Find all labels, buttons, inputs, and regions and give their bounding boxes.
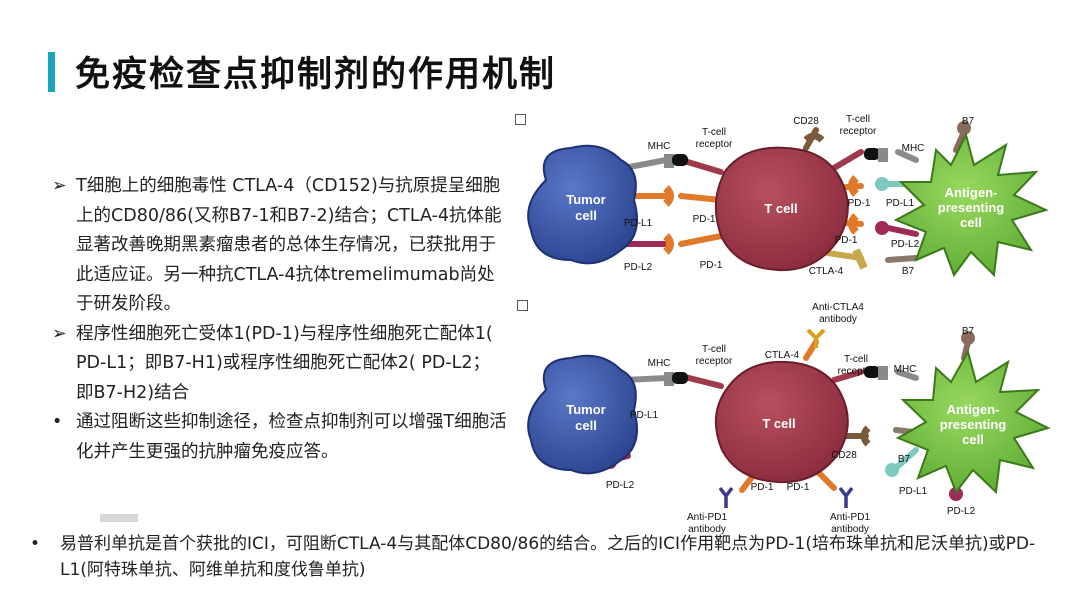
label-tcr: T-cell: [702, 127, 726, 138]
label-anti-pd1: antibody: [688, 524, 726, 535]
bullet-marker: ➢: [52, 323, 67, 344]
t-cell: [714, 360, 849, 484]
apc-cell: [895, 349, 1051, 495]
bullet-text: 通过阻断这些抑制途径，检查点抑制剂可以增强T细胞活化并产生更强的抗肿瘤免疫应答。: [76, 412, 507, 462]
label-pdl2: PD-L2: [606, 480, 635, 491]
label-mhc: MHC: [648, 141, 671, 152]
label-anti-pd1: antibody: [831, 524, 869, 535]
t-cell: [714, 146, 849, 272]
apc-label-line2: presenting: [938, 200, 1005, 215]
label-tcr: receptor: [696, 139, 733, 150]
apc-label-line1: Antigen-: [945, 185, 998, 200]
image-placeholder-icon: [517, 300, 528, 311]
label-cd28: CD28: [831, 450, 857, 461]
label-cd28: CD28: [793, 116, 819, 127]
label-pdl1: PD-L1: [624, 218, 653, 229]
label-mhc: MHC: [902, 143, 925, 154]
image-placeholder-icon: [515, 114, 526, 125]
tumor-label-line1: Tumor: [566, 402, 605, 417]
label-pd1: PD-1: [835, 235, 858, 246]
bullet-marker: ➢: [52, 176, 67, 196]
label-anti-pd1: Anti-PD1: [830, 512, 870, 523]
decorative-bar: [100, 514, 138, 522]
footer-note: • 易普利单抗是首个获批的ICI，可阻断CTLA-4与其配体CD80/86的结合…: [30, 531, 1060, 583]
bullet-item: ➢ 程序性细胞死亡受体1(PD-1)与程序性细胞死亡配体1( PD-L1；即B7…: [52, 320, 507, 409]
label-pd1: PD-1: [848, 198, 871, 209]
apc-label-line3: cell: [960, 215, 982, 230]
label-b7: B7: [962, 116, 975, 127]
label-pd1: PD-1: [787, 482, 810, 493]
label-pdl1: PD-L1: [899, 486, 928, 497]
bullet-marker: •: [52, 412, 63, 432]
label-b7: B7: [902, 266, 915, 277]
label-pdl1: PD-L1: [886, 198, 915, 209]
label-mhc: MHC: [894, 364, 917, 375]
apc-label-line2: presenting: [940, 417, 1007, 432]
footer-text: 易普利单抗是首个获批的ICI，可阻断CTLA-4与其配体CD80/86的结合。之…: [60, 534, 1036, 580]
footer-marker: •: [30, 534, 41, 554]
slide-title: 免疫检查点抑制剂的作用机制: [75, 55, 557, 95]
mechanism-diagram: Tumor cell T cell Antigen- presenting ce…: [527, 114, 1051, 535]
label-mhc: MHC: [648, 358, 671, 369]
label-ctla4: CTLA-4: [809, 266, 844, 277]
tumor-cell: [527, 144, 638, 265]
label-pdl2: PD-L2: [891, 239, 920, 250]
bullet-text: T细胞上的细胞毒性 CTLA-4（CD152)与抗原提呈细胞上的CD80/86(…: [76, 176, 502, 314]
label-anti-pd1: Anti-PD1: [687, 512, 727, 523]
label-pdl1: PD-L1: [630, 410, 659, 421]
label-pd1: PD-1: [700, 260, 723, 271]
bottom-panel: Tumor cell T cell Antigen- presenting ce…: [527, 302, 1051, 535]
label-tcr: T-cell: [844, 354, 868, 365]
tumor-label-line1: Tumor: [566, 192, 605, 207]
tumor-label-line2: cell: [575, 418, 597, 433]
bullet-item: ➢ T细胞上的细胞毒性 CTLA-4（CD152)与抗原提呈细胞上的CD80/8…: [52, 172, 507, 320]
label-anti-ctla4: Anti-CTLA4: [812, 302, 864, 313]
label-ctla4: CTLA-4: [765, 350, 800, 361]
tcell-label: T cell: [764, 201, 797, 216]
top-panel: Tumor cell T cell Antigen- presenting ce…: [527, 114, 1049, 278]
tumor-cell: [527, 354, 638, 475]
label-b7: B7: [962, 326, 975, 337]
label-tcr: receptor: [696, 356, 733, 367]
title-accent-bar: [48, 52, 55, 92]
apc-label-line1: Antigen-: [947, 402, 1000, 417]
label-tcr: receptor: [840, 126, 877, 137]
label-pd1: PD-1: [751, 482, 774, 493]
label-tcr: receptor: [838, 366, 875, 377]
label-pdl2: PD-L2: [947, 506, 976, 517]
tcell-label: T cell: [762, 416, 795, 431]
label-pdl2: PD-L2: [624, 262, 653, 273]
apc-cell: [893, 132, 1049, 278]
apc-label-line3: cell: [962, 432, 984, 447]
label-tcr: T-cell: [846, 114, 870, 125]
label-b7: B7: [898, 454, 911, 465]
bullet-text: 程序性细胞死亡受体1(PD-1)与程序性细胞死亡配体1( PD-L1；即B7-H…: [76, 323, 493, 403]
bullet-list: ➢ T细胞上的细胞毒性 CTLA-4（CD152)与抗原提呈细胞上的CD80/8…: [52, 172, 507, 467]
label-pd1: PD-1: [693, 214, 716, 225]
bullet-item: • 通过阻断这些抑制途径，检查点抑制剂可以增强T细胞活化并产生更强的抗肿瘤免疫应…: [52, 408, 507, 467]
tumor-label-line2: cell: [575, 208, 597, 223]
label-tcr: T-cell: [702, 344, 726, 355]
label-anti-ctla4: antibody: [819, 314, 857, 325]
